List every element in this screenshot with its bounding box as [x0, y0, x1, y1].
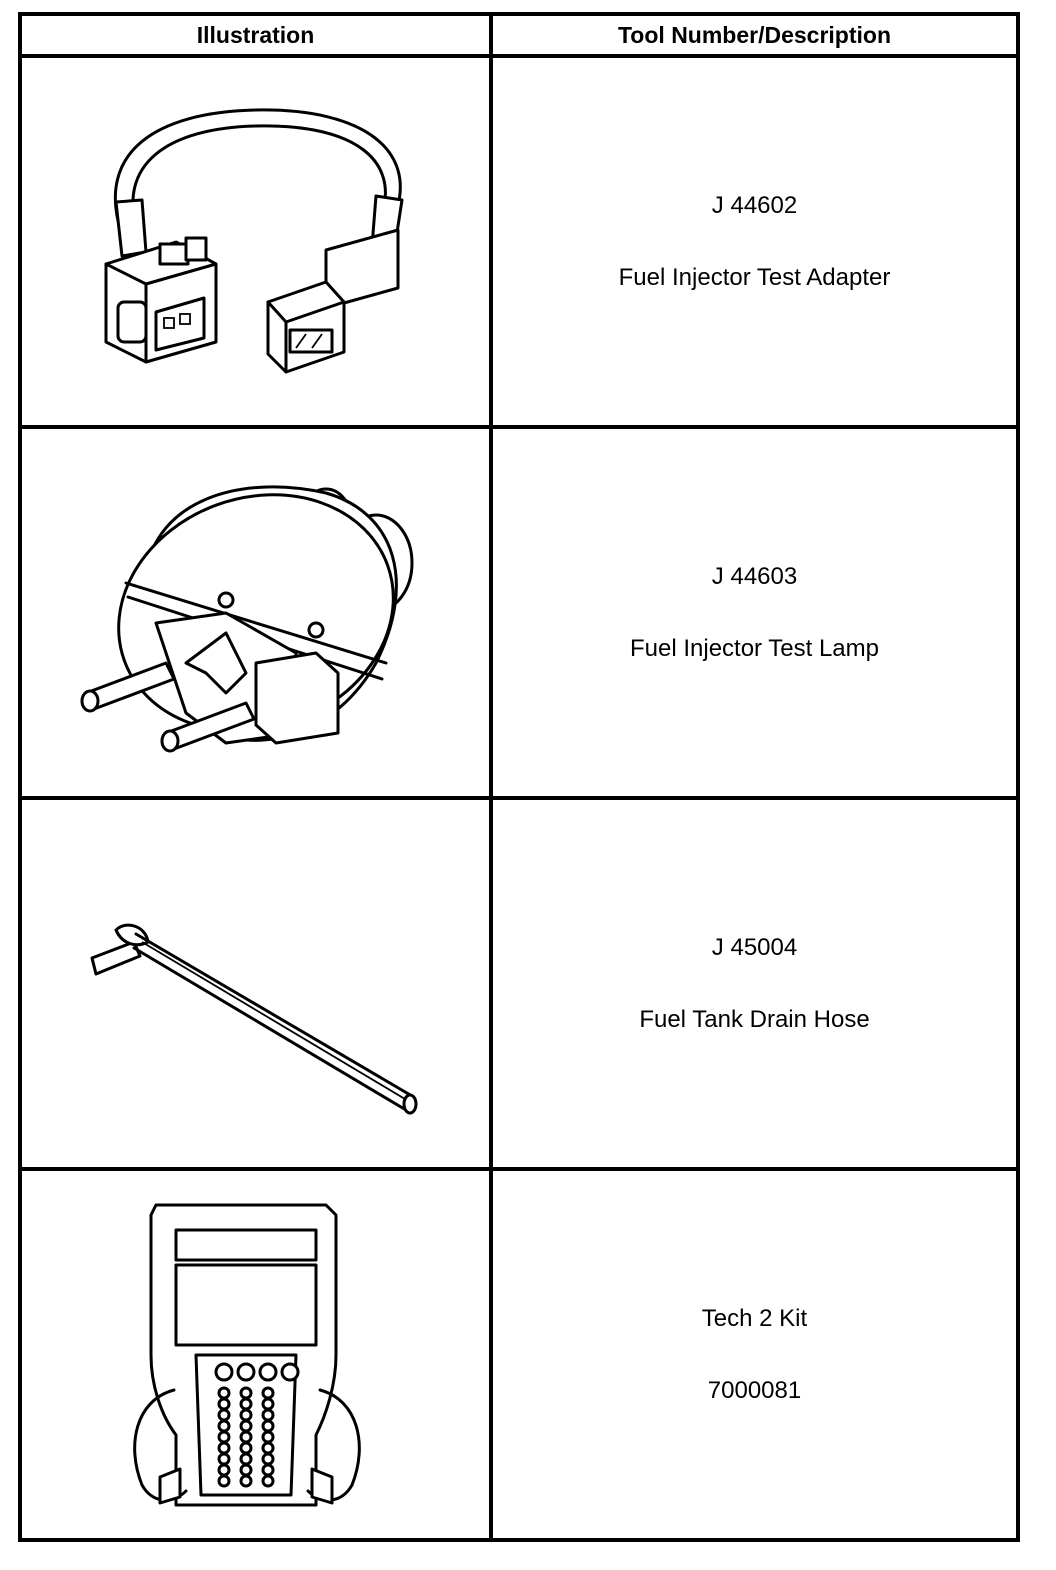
keypad-key [239, 1463, 252, 1476]
keypad-key [217, 1441, 230, 1454]
fuel-tank-drain-hose-illustration [90, 923, 417, 1114]
illustration-cell [18, 796, 493, 1171]
keypad-key [217, 1419, 230, 1432]
tool-description-cell: J 44603 Fuel Injector Test Lamp [489, 425, 1020, 800]
tool-description: Fuel Tank Drain Hose [639, 1005, 870, 1033]
keypad-key [261, 1397, 274, 1410]
illustration-cell [18, 54, 493, 429]
keypad-key [261, 1419, 274, 1432]
tool-description: Fuel Injector Test Lamp [629, 634, 879, 662]
header-row: Illustration Tool Number/Description [18, 12, 1020, 58]
tool-number: 7000081 [707, 1376, 802, 1404]
table-row: Tech 2 Kit 7000081 [18, 1167, 1020, 1542]
tool-name: Tech 2 Kit [701, 1304, 808, 1332]
tool-description-cell: Tech 2 Kit 7000081 [489, 1167, 1020, 1542]
keypad-key [217, 1408, 230, 1421]
keypad-key [217, 1386, 230, 1399]
keypad-key [239, 1419, 252, 1432]
illustration-cell [18, 425, 493, 800]
keypad-key [261, 1452, 274, 1465]
keypad-key [217, 1452, 230, 1465]
special-tools-table: Illustration Tool Number/Description [18, 12, 1020, 1542]
tech-2-kit-illustration [132, 1203, 361, 1506]
table-row: J 45004 Fuel Tank Drain Hose [18, 796, 1020, 1171]
keypad-key [239, 1430, 252, 1443]
tool-description-cell: J 45004 Fuel Tank Drain Hose [489, 796, 1020, 1171]
keypad-key [217, 1463, 230, 1476]
illustration-cell [18, 1167, 493, 1542]
keypad-key [217, 1397, 230, 1410]
keypad-key [239, 1452, 252, 1465]
keypad-key [261, 1441, 274, 1454]
tool-description-header: Tool Number/Description [489, 12, 1020, 58]
tool-description: Fuel Injector Test Adapter [618, 263, 891, 291]
table-row: J 44603 Fuel Injector Test Lamp [18, 425, 1020, 800]
keypad-key [239, 1408, 252, 1421]
table-row: J 44602 Fuel Injector Test Adapter [18, 54, 1020, 429]
keypad-key [261, 1474, 274, 1487]
keypad-key [239, 1474, 252, 1487]
tool-number: J 44602 [711, 191, 798, 219]
keypad-key [261, 1386, 274, 1399]
keypad-key [261, 1408, 274, 1421]
tool-number: J 45004 [711, 933, 798, 961]
keypad-key [239, 1386, 252, 1399]
keypad-key [239, 1397, 252, 1410]
keypad-key [217, 1430, 230, 1443]
fuel-injector-test-lamp-illustration [80, 484, 413, 752]
keypad-key [261, 1463, 274, 1476]
keypad-key [239, 1441, 252, 1454]
illustration-header: Illustration [18, 12, 493, 58]
keypad-key [261, 1430, 274, 1443]
fuel-injector-test-adapter-illustration [104, 107, 403, 373]
tool-description-cell: J 44602 Fuel Injector Test Adapter [489, 54, 1020, 429]
tool-number: J 44603 [711, 562, 798, 590]
keypad-key [217, 1474, 230, 1487]
